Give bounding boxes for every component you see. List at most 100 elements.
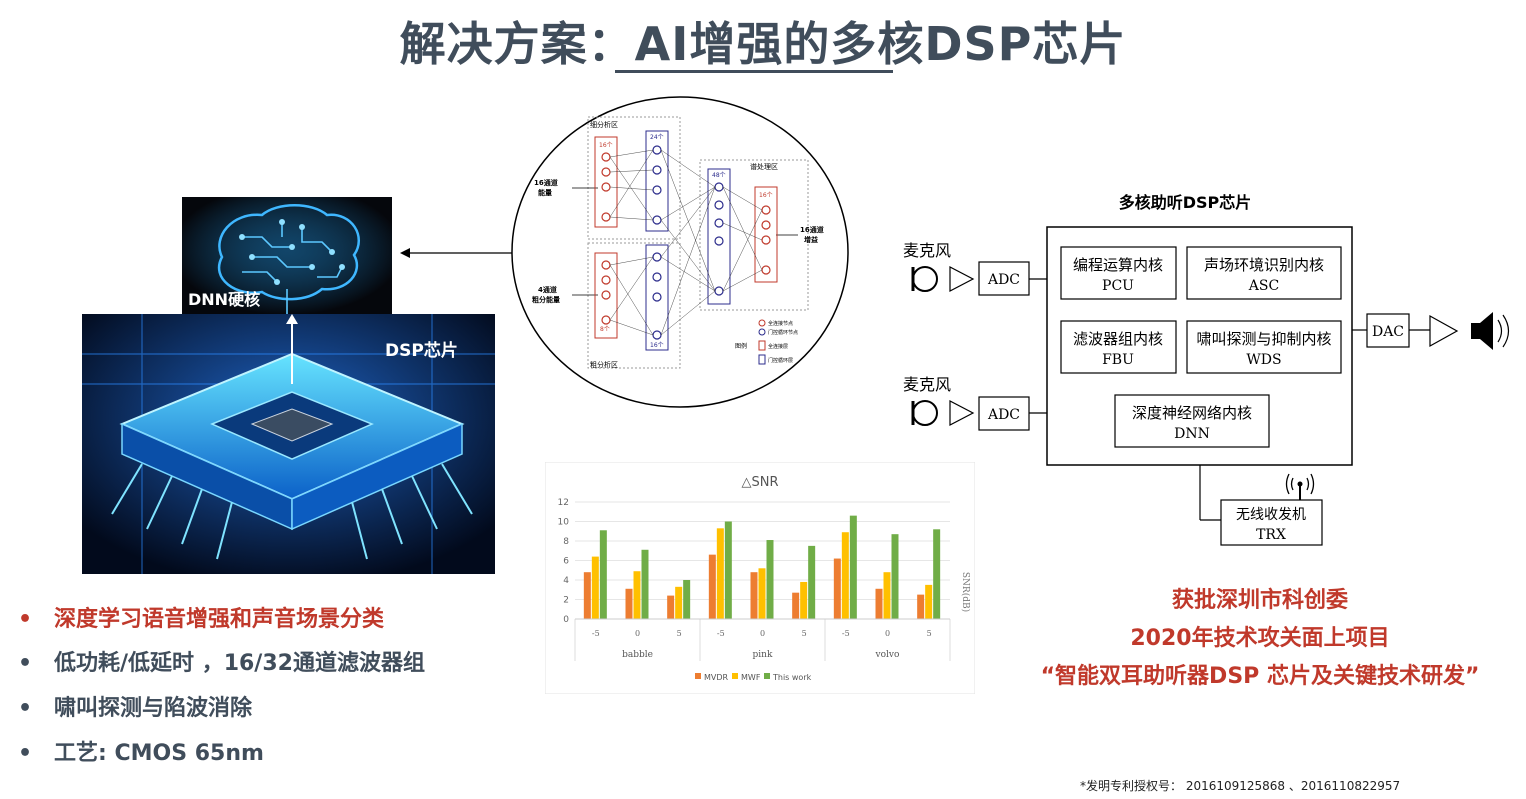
bullet-dot: • [18,741,33,766]
input-bottom-line2: 粗分能量 [532,295,560,304]
bar-mvdr [625,588,633,619]
col-label: 16个 [650,342,664,349]
trx-en: TRX [1256,527,1286,543]
bar-mwf [800,581,808,619]
core-dnn-cn: 深度神经网络内核 [1132,404,1252,422]
y-tick-label: 2 [563,596,569,606]
neural-network-diagram: 细分析区 粗分析区 谱处理区 16通道 能量 4通道 粗分能量 16通道 增益 … [511,96,849,408]
group-label: babble [622,650,653,660]
legend-swatch [764,673,770,679]
spectral-region-label: 谱处理区 [750,162,778,171]
col-label: 16个 [759,192,773,199]
bar-mwf [716,528,724,619]
bar-mvdr [708,554,716,619]
bar-this-work [683,580,691,619]
diagram-arrow [400,248,512,258]
col-label: 24个 [650,134,664,141]
dnn-label: DNN硬核 [188,290,261,309]
legend-title: 图例 [735,342,747,350]
antenna-icon [1285,473,1315,500]
legend-label: MWF [741,673,761,682]
y-tick-label: 12 [558,498,569,508]
page-title: 解决方案：AI增强的多核DSP芯片 [399,17,1127,71]
project-info: 获批深圳市科创委 2020年技术攻关面上项目 “智能双耳助听器DSP 芯片及关键… [1000,582,1520,696]
core-dnn-en: DNN [1174,426,1210,442]
bullet-text: 低功耗/低延时 ，16/32通道滤波器组 [54,651,425,676]
output-line1: 16通道 [800,225,824,234]
x-tick-label: -5 [842,629,850,638]
bar-mwf [925,584,933,619]
chart-legend: MVDR MWF This work [695,673,812,682]
bar-mvdr [792,592,800,619]
bar-mwf [758,568,766,619]
legend-item: 全连接节点 [768,320,793,327]
adc-label-2: ADC [987,407,1020,423]
col-label: 16个 [599,142,613,149]
x-tick-label: -5 [717,629,725,638]
brain-circuit-icon [182,197,392,315]
project-line: 获批深圳市科创委 [1171,588,1348,613]
legend-label: MVDR [704,673,729,682]
bar-mwf [633,571,641,619]
input-top-line1: 16通道 [534,178,558,187]
trx-cn: 无线收发机 [1236,507,1306,523]
patent-footnote: *发明专利授权号： 2016109125868 、2016110822957 [1080,779,1401,793]
bar-this-work [933,529,941,619]
amplifier-icon [1429,314,1459,348]
bar-mwf [675,586,683,619]
legend-swatch [695,673,701,679]
bullet-item: •工艺: CMOS 65nm [18,735,264,767]
y-tick-label: 10 [558,518,570,528]
legend-swatch [732,673,738,679]
bar-mvdr [917,594,925,619]
mic-label-2: 麦克风 [903,375,951,394]
bar-mwf [841,532,849,619]
project-line: “智能双耳助听器DSP 芯片及关键技术研发” [1040,664,1480,689]
bullet-text: 深度学习语音增强和声音场景分类 [54,607,385,632]
bullet-item: • 深度学习语音增强和声音场景分类 [18,601,384,633]
bar-mwf [883,572,891,619]
bullet-dot: • [18,696,33,721]
x-tick-label: 0 [885,629,890,638]
bar-this-work [808,545,816,619]
x-tick-label: 0 [760,629,765,638]
bullet-dot: • [18,651,33,676]
input-top-line2: 能量 [538,188,552,197]
group-label: volvo [875,650,900,660]
dsp-chip-image: DSP芯片 [82,314,495,574]
legend-label: This work [772,673,812,682]
y-tick-label: 6 [563,557,569,567]
x-tick-label: 5 [802,629,807,638]
y-tick-label: 8 [563,537,569,547]
col-label: 8个 [600,326,610,333]
core-fbu-cn: 滤波器组内核 [1073,330,1163,348]
bar-this-work [641,549,649,619]
output-line2: 增益 [804,235,818,244]
speaker-icon [1471,312,1510,350]
legend-item: 门控循环节点 [768,329,798,336]
core-asc-en: ASC [1248,278,1279,294]
x-tick-label: 5 [677,629,682,638]
legend-item: 全连接层 [768,343,788,350]
bar-mvdr [875,588,883,619]
dsp-label: DSP芯片 [385,341,458,361]
legend-item: 门控循环层 [768,357,793,364]
bullet-item: • 低功耗/低延时 ，16/32通道滤波器组 [18,645,425,677]
core-wds-en: WDS [1246,352,1281,368]
bullet-item: •啸叫探测与陷波消除 [18,690,252,722]
title-underline [615,70,893,73]
bullet-dot: • [18,607,33,632]
input-bottom-line1: 4通道 [538,285,557,294]
bar-mvdr [583,572,591,619]
x-tick-label: -5 [592,629,600,638]
y-tick-label: 0 [563,615,569,625]
microphone-icon [911,266,975,292]
project-line: 2020年技术攻关面上项目 [1130,626,1390,651]
core-wds-cn: 啸叫探测与抑制内核 [1196,330,1331,348]
col-label: 48个 [712,172,726,179]
y-tick-label: 4 [563,576,569,586]
core-pcu-cn: 编程运算内核 [1073,256,1163,274]
core-pcu-en: PCU [1102,278,1134,294]
